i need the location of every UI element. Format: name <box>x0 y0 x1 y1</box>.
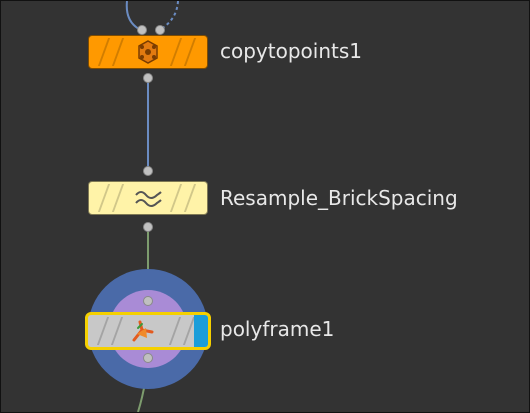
resample-input-port[interactable] <box>143 166 153 176</box>
polyframe-axes-icon <box>132 320 154 342</box>
input-wire-right <box>160 1 179 30</box>
polyframe-label: polyframe1 <box>220 317 335 341</box>
input-wire-left <box>125 1 140 30</box>
resample-label: Resample_BrickSpacing <box>220 186 458 210</box>
polyframe-node[interactable] <box>85 312 211 350</box>
copy-to-points-icon <box>138 40 158 64</box>
polyframe-output-port[interactable] <box>143 353 153 363</box>
copytopoints-node[interactable] <box>88 35 208 69</box>
polyframe-input-port[interactable] <box>143 296 153 306</box>
copytopoints-input-port-left[interactable] <box>137 25 147 35</box>
resample-output-port[interactable] <box>143 222 153 232</box>
copytopoints-input-port-right[interactable] <box>155 25 165 35</box>
copytopoints-output-port[interactable] <box>143 73 153 83</box>
resample-node[interactable] <box>88 181 208 215</box>
display-flag[interactable] <box>194 315 208 347</box>
resample-wave-icon <box>135 191 162 207</box>
copytopoints-label: copytopoints1 <box>220 39 362 63</box>
